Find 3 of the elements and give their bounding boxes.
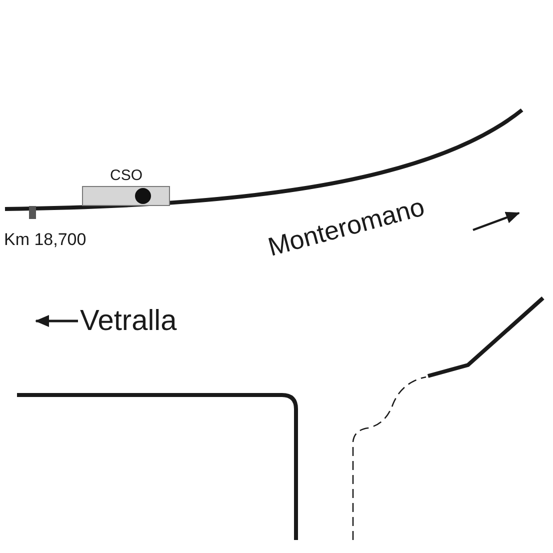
station-label: CSO: [110, 168, 143, 183]
destination-label: Vetralla: [80, 307, 177, 336]
kilometre-label: Km 18,700: [4, 231, 86, 248]
